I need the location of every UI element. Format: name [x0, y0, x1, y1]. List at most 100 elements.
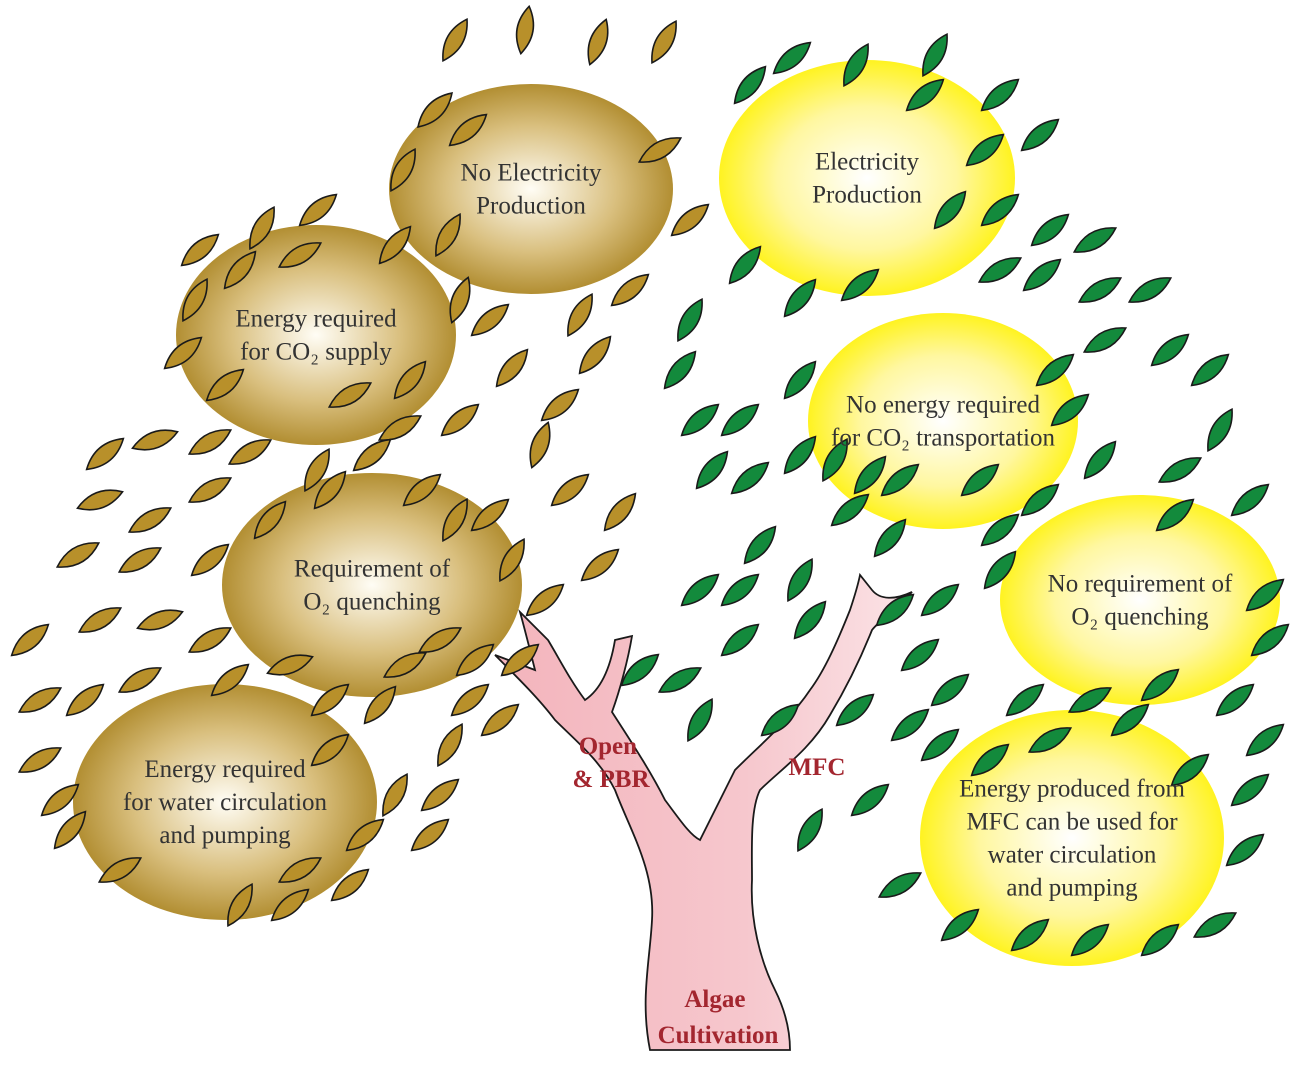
green-leaf-icon	[880, 463, 920, 497]
green-leaf-icon	[1230, 483, 1270, 517]
brown-leaf-icon	[440, 403, 480, 437]
green-leaf-icon	[877, 872, 923, 898]
green-leaf-icon	[680, 403, 720, 437]
green-leaf-icon	[1077, 277, 1123, 303]
brown-leaf-icon	[580, 548, 620, 582]
brown-leaf-icon	[417, 92, 453, 128]
green-leaf-icon	[1245, 723, 1285, 757]
green-leaf-icon	[793, 600, 827, 640]
brown-leaf-icon	[515, 4, 535, 56]
bubble-line: Energy produced from	[959, 776, 1185, 803]
brown-leaf-icon	[442, 17, 468, 63]
brown-leaf-icon	[670, 203, 710, 237]
brown-leaf-icon	[651, 19, 677, 65]
green-leaf-icon	[1155, 498, 1195, 532]
green-leaf-icon	[620, 653, 660, 687]
green-leaf-icon	[1127, 277, 1173, 303]
left-bubble-2	[176, 225, 456, 445]
right-branch-label: MFC	[789, 754, 846, 781]
bubble-line: Production	[476, 193, 586, 220]
brown-leaf-icon	[187, 429, 233, 455]
trunk-base-line: Algae	[684, 986, 745, 1013]
green-leaf-icon	[1225, 833, 1265, 867]
green-leaf-icon	[980, 193, 1020, 227]
bubble-line: No requirement of	[1048, 571, 1233, 598]
brown-leaf-icon	[352, 438, 392, 472]
brown-leaf-icon	[163, 336, 203, 370]
green-leaf-icon	[663, 350, 697, 390]
brown-leaf-icon	[578, 335, 612, 375]
bubble-line: Electricity	[815, 149, 920, 176]
brown-leaf-icon	[227, 439, 273, 465]
brown-leaf-icon	[313, 470, 347, 510]
brown-leaf-icon	[393, 360, 427, 400]
leaves-layer	[10, 4, 1290, 957]
green-leaf-icon	[760, 703, 800, 737]
green-leaf-icon	[720, 403, 760, 437]
bubble-line: No energy required	[846, 392, 1040, 419]
brown-leaf-icon	[495, 348, 529, 388]
green-leaf-icon	[743, 525, 777, 565]
bubble-line: and pumping	[1006, 875, 1138, 902]
green-leaf-icon	[822, 437, 848, 483]
green-leaf-icon	[1072, 227, 1118, 253]
green-leaf-icon	[965, 133, 1005, 167]
green-leaf-icon	[772, 41, 812, 75]
brown-leaf-icon	[76, 489, 124, 511]
brown-leaf-icon	[500, 643, 540, 677]
green-leaf-icon	[1192, 912, 1238, 938]
green-leaf-icon	[933, 190, 967, 230]
green-leaf-icon	[1030, 213, 1070, 247]
trunk-base-line: Cultivation	[658, 1022, 779, 1049]
trunk-base-label: Algae Cultivation	[658, 986, 779, 1049]
green-leaf-icon	[1157, 457, 1203, 483]
bubble-line: for CO₂ supply	[240, 339, 392, 366]
brown-leaf-icon	[382, 652, 428, 678]
brown-leaf-icon	[17, 687, 63, 713]
brown-leaf-icon	[603, 492, 637, 532]
green-leaf-icon	[1070, 923, 1110, 957]
green-leaf-icon	[1140, 668, 1180, 702]
green-leaf-icon	[980, 513, 1020, 547]
brown-leaf-icon	[550, 473, 590, 507]
brown-leaf-icon	[304, 447, 330, 493]
brown-leaf-icon	[587, 18, 609, 66]
green-leaf-icon	[1110, 703, 1150, 737]
brown-leaf-icon	[402, 473, 442, 507]
brown-leaf-icon	[410, 818, 450, 852]
green-leaf-icon	[1140, 923, 1180, 957]
brown-leaf-icon	[277, 242, 323, 268]
bubble-line: and pumping	[159, 822, 291, 849]
green-leaf-icon	[873, 518, 907, 558]
bubble-line: Requirement of	[294, 556, 451, 583]
brown-leaf-icon	[277, 857, 323, 883]
green-leaf-icon	[922, 32, 948, 78]
green-leaf-icon	[1005, 683, 1045, 717]
green-leaf-icon	[783, 360, 817, 400]
green-leaf-icon	[1230, 773, 1270, 807]
green-leaf-icon	[720, 573, 760, 607]
brown-leaf-icon	[187, 627, 233, 653]
green-leaf-icon	[1150, 333, 1190, 367]
green-leaf-icon	[843, 42, 869, 88]
green-leaf-icon	[1020, 118, 1060, 152]
brown-leaf-icon	[525, 583, 565, 617]
brown-leaf-icon	[363, 685, 397, 725]
brown-leaf-icon	[190, 543, 230, 577]
bubble-line: Production	[812, 182, 922, 209]
brown-leaf-icon	[499, 537, 525, 583]
left-bubble-3-text: Requirement of O₂ quenching	[294, 556, 451, 616]
green-leaf-icon	[835, 693, 875, 727]
green-leaf-icon	[677, 297, 703, 343]
right-branch-line: MFC	[789, 754, 846, 781]
green-leaf-icon	[797, 807, 823, 853]
brown-leaf-icon	[449, 276, 471, 324]
brown-leaf-icon	[377, 415, 423, 441]
bubble-line: O₂ quenching	[303, 589, 441, 616]
green-leaf-icon	[787, 557, 813, 603]
bubble-line: Energy required	[235, 306, 397, 333]
